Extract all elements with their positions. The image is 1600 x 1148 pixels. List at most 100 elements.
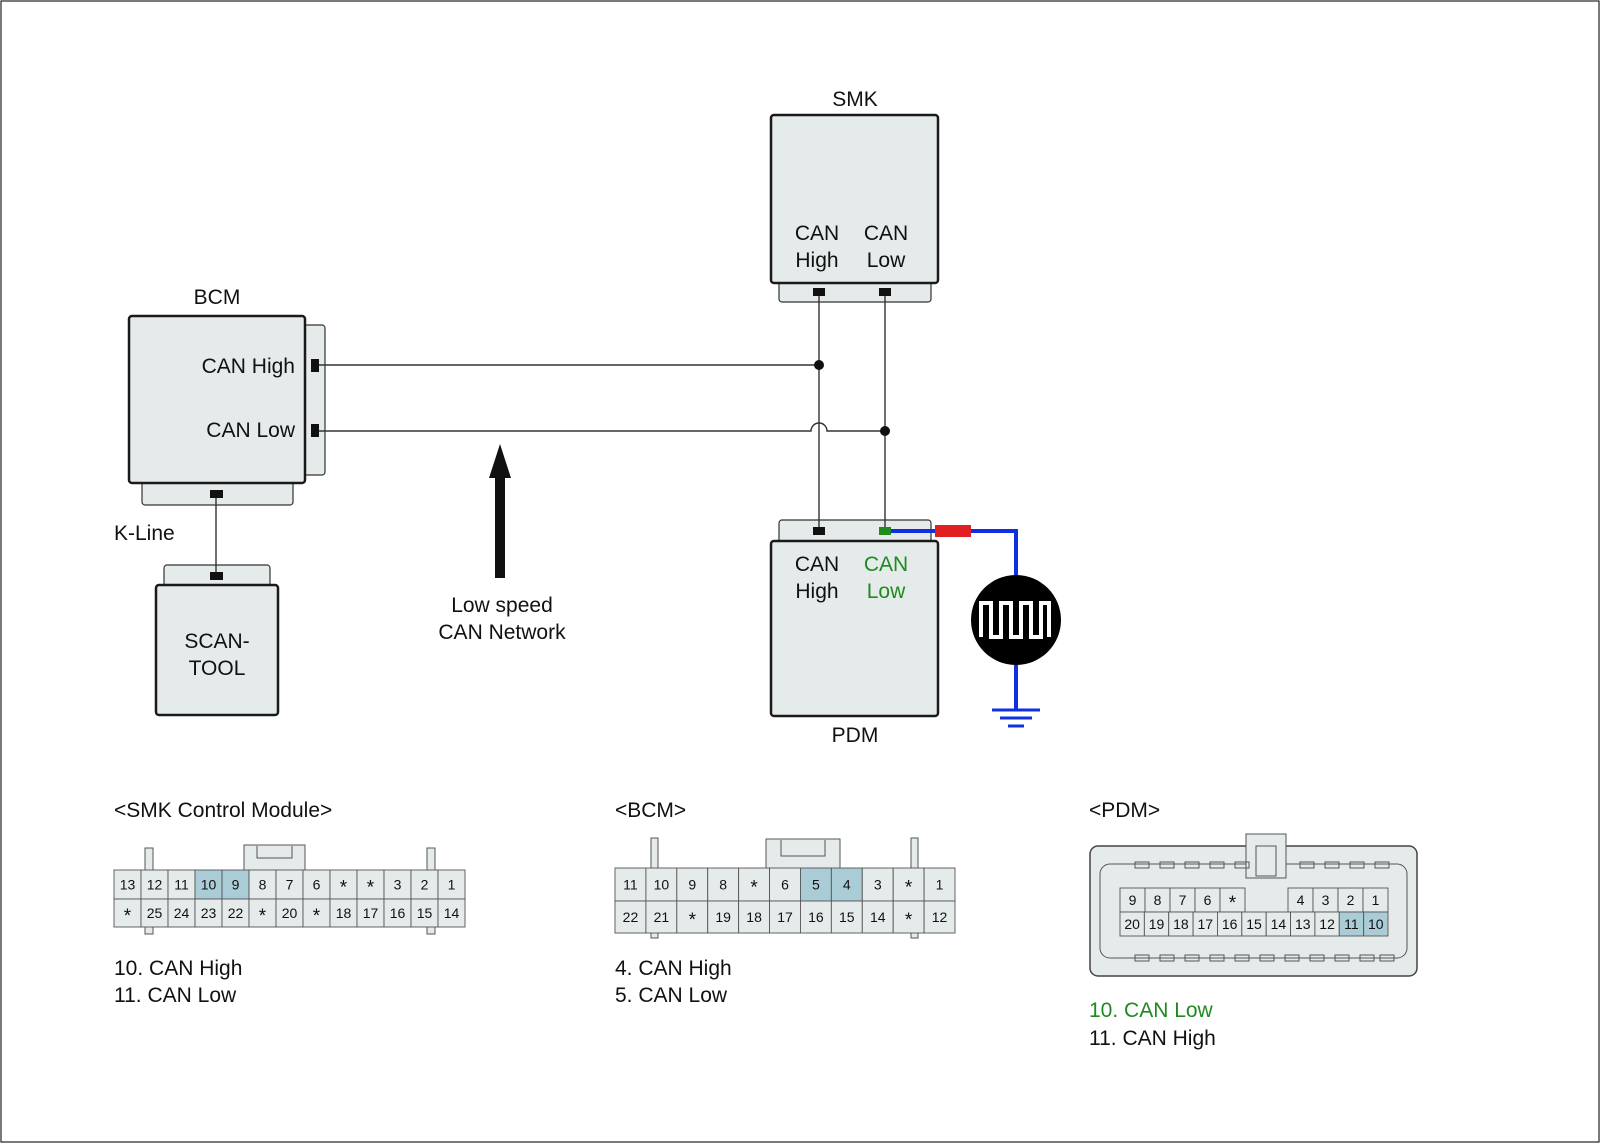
pdm-bottom-terminal-slot bbox=[1284, 954, 1300, 962]
pdm-box bbox=[769, 539, 940, 718]
pdm-top-terminal-slot bbox=[1209, 861, 1225, 869]
pdm-pin-label: 18 bbox=[1173, 916, 1189, 932]
network-arrow: Low speed CAN Network bbox=[438, 444, 566, 644]
pdm-module: CAN High CAN Low PDM bbox=[769, 519, 940, 747]
smk-key-notch bbox=[256, 846, 293, 859]
scan-tool-terminal bbox=[210, 572, 223, 580]
bcm-pin-cell bbox=[892, 900, 925, 934]
smk-connector-title: <SMK Control Module> bbox=[114, 799, 332, 822]
smk-pin-cell bbox=[167, 898, 196, 928]
network-label-line1: Low speed bbox=[451, 594, 553, 617]
pdm-pin-a-line2: High bbox=[795, 580, 838, 603]
pdm-pin-high-terminal bbox=[813, 527, 825, 535]
smk-box bbox=[769, 113, 940, 285]
smk-pin-label: 8 bbox=[259, 877, 267, 893]
pdm-pin-cell bbox=[1363, 911, 1389, 937]
pdm-pin-label: 3 bbox=[1322, 892, 1330, 908]
pdm-key-notch bbox=[1255, 845, 1277, 877]
pdm-pin-label: 13 bbox=[1295, 916, 1311, 932]
can-wiring bbox=[215, 296, 890, 572]
smk-pin-label: 9 bbox=[232, 877, 240, 893]
bcm-pin-cell bbox=[707, 900, 740, 934]
bcm-pin-label: 18 bbox=[746, 909, 762, 925]
pdm-pin-label: 14 bbox=[1271, 916, 1287, 932]
smk-pin-cell bbox=[194, 869, 223, 900]
pdm-top-terminal-slot bbox=[1184, 861, 1200, 869]
smk-pin-a-line1: CAN bbox=[795, 222, 839, 245]
bcm-pin-cell bbox=[769, 900, 801, 934]
bcm-pin-label: * bbox=[750, 878, 758, 899]
bcm-pin-label: 21 bbox=[654, 909, 670, 925]
bcm-module: BCM CAN High CAN Low bbox=[127, 286, 326, 506]
smk-pin-cell bbox=[437, 869, 466, 900]
smk-pin-a-line2: High bbox=[795, 249, 838, 272]
scan-tool-module: K-Line SCAN- TOOL bbox=[114, 522, 280, 717]
smk-pin-cell bbox=[383, 869, 412, 900]
can-low-junction bbox=[880, 426, 890, 436]
bcm-pin-label: 10 bbox=[654, 877, 670, 893]
pdm-bottom-terminal-slot bbox=[1134, 954, 1150, 962]
smk-pin-label: * bbox=[259, 906, 267, 927]
square-wave-trace bbox=[979, 601, 1051, 639]
bcm-pin-cell bbox=[923, 900, 956, 934]
pdm-top-terminal-slot bbox=[1349, 861, 1365, 869]
pdm-pin-label: 8 bbox=[1154, 892, 1162, 908]
bcm-pin-cell bbox=[892, 867, 925, 902]
pdm-pin-cell bbox=[1217, 911, 1243, 937]
smk-pin-b-line2: Low bbox=[867, 249, 906, 272]
pdm-pin-cell bbox=[1287, 887, 1314, 913]
bcm-pin-label: 17 bbox=[777, 909, 793, 925]
pdm-bottom-terminal-slot bbox=[1334, 954, 1350, 962]
bcm-key-housing bbox=[765, 838, 841, 868]
smk-pin-label: 2 bbox=[421, 877, 429, 893]
bcm-pin-cell bbox=[738, 867, 770, 902]
smk-pin-label: 24 bbox=[174, 905, 190, 921]
bcm-pin-label: 14 bbox=[870, 909, 886, 925]
pdm-pin-label: 6 bbox=[1204, 892, 1212, 908]
bcm-pin-high-terminal bbox=[311, 359, 319, 372]
network-label-line2: CAN Network bbox=[438, 621, 566, 644]
pdm-pin-label: 16 bbox=[1222, 916, 1238, 932]
bcm-box bbox=[127, 314, 307, 485]
smk-pin-label: 6 bbox=[313, 877, 321, 893]
bcm-key-notch bbox=[780, 840, 826, 857]
smk-pin-cell bbox=[113, 869, 142, 900]
smk-pin-label: * bbox=[124, 906, 132, 927]
smk-pin-label: * bbox=[313, 906, 321, 927]
smk-pin-high-terminal bbox=[813, 288, 825, 296]
pdm-pin-label: 4 bbox=[1297, 892, 1305, 908]
bcm-pin-label: 4 bbox=[843, 877, 851, 893]
pdm-pin-cell bbox=[1338, 911, 1365, 937]
pdm-pin-b-line1: CAN bbox=[864, 553, 908, 576]
smk-pin-label: 10 bbox=[201, 877, 217, 893]
smk-title: SMK bbox=[832, 88, 878, 111]
bcm-pin-cell bbox=[923, 867, 956, 902]
smk-pin-label: 23 bbox=[201, 905, 217, 921]
bcm-pin-label: 12 bbox=[932, 909, 948, 925]
pdm-bottom-terminal-slot bbox=[1209, 954, 1225, 962]
pdm-pin-label: 1 bbox=[1372, 892, 1380, 908]
smk-pin-label: 22 bbox=[228, 905, 244, 921]
smk-legend-line2: 11. CAN Low bbox=[114, 984, 237, 1007]
pdm-pin-cell bbox=[1241, 911, 1267, 937]
smk-pin-label: 7 bbox=[286, 877, 294, 893]
pdm-pin-a-line1: CAN bbox=[795, 553, 839, 576]
bcm-pin-cell bbox=[861, 900, 894, 934]
bcm-pin-label: 8 bbox=[719, 877, 727, 893]
pdm-pin-label: 11 bbox=[1344, 916, 1359, 932]
smk-pin-label: 12 bbox=[147, 877, 163, 893]
pdm-bottom-terminal-slot bbox=[1159, 954, 1175, 962]
smk-pin-label: 16 bbox=[390, 905, 406, 921]
pdm-connector-title: <PDM> bbox=[1089, 799, 1160, 822]
pdm-pin-cell bbox=[1143, 911, 1170, 937]
bcm-pin-label: * bbox=[905, 910, 913, 931]
smk-pin-cell bbox=[356, 898, 385, 928]
smk-pin-cell bbox=[248, 898, 277, 928]
bcm-pin-label: 16 bbox=[808, 909, 824, 925]
bcm-pin-label: 5 bbox=[812, 877, 820, 893]
pdm-pin-cell bbox=[1192, 911, 1218, 937]
pdm-pin-label: 20 bbox=[1124, 916, 1140, 932]
